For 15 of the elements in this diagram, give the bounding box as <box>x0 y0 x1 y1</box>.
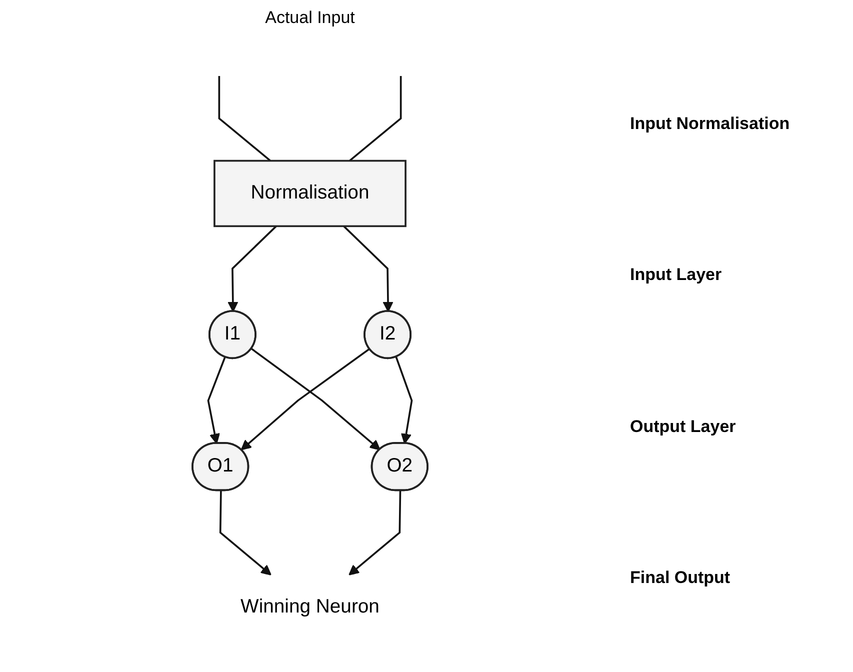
layer-label: Input Layer <box>630 265 723 286</box>
arrow <box>219 490 272 576</box>
input-label: Actual Input <box>265 8 355 28</box>
layer-label: Input Normalisation <box>630 114 791 134</box>
layer-label: Output Layer <box>630 416 737 437</box>
arrow <box>343 226 394 312</box>
arrow <box>395 356 413 444</box>
arrow <box>228 226 277 312</box>
connector <box>348 76 402 162</box>
arrow <box>207 356 226 444</box>
node-text: Winning Neuron <box>240 596 380 618</box>
layer-label: Final Output <box>630 568 732 588</box>
node-box: Normalisation <box>214 160 406 228</box>
arrow <box>348 490 402 576</box>
connector <box>218 76 272 162</box>
